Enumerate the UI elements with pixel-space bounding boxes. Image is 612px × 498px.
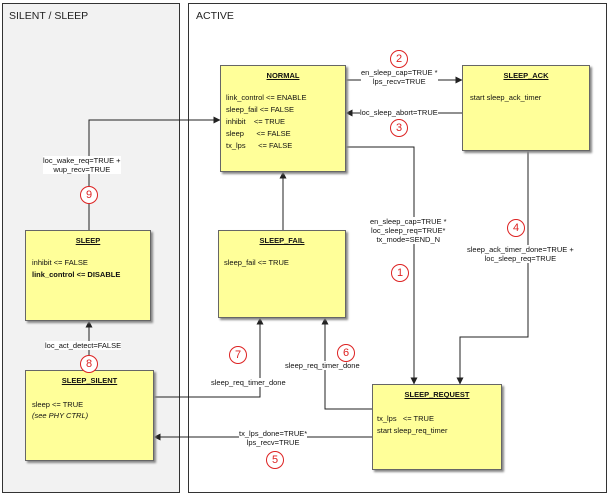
- transition-3-number: 3: [390, 119, 408, 137]
- state-sleep-silent-line: sleep <= TRUE: [32, 400, 84, 409]
- active-region-title: ACTIVE: [196, 10, 234, 22]
- transition-9-label: loc_wake_req=TRUE + wup_recv=TRUE: [43, 156, 121, 174]
- transition-label-line: lps_recv=TRUE: [372, 77, 426, 86]
- transition-2-label: en_sleep_cap=TRUE * lps_recv=TRUE: [361, 68, 438, 86]
- state-normal-title: NORMAL: [266, 71, 300, 80]
- edge-sleep-silent-to-sleep-fail: [154, 317, 264, 398]
- state-normal-line: link_control <= ENABLE: [226, 93, 307, 102]
- state-normal-line: sleep <= FALSE: [226, 129, 291, 138]
- transition-label-line: loc_sleep_req=TRUE: [484, 254, 557, 263]
- state-sleep-ack-line: start sleep_ack_timer: [470, 93, 542, 102]
- state-sleep-fail: SLEEP_FAIL sleep_fail <= TRUE: [218, 230, 346, 318]
- state-sleep-line: inhibit <= FALSE: [32, 258, 88, 267]
- state-sleep-silent-line: (see PHY CTRL): [32, 411, 89, 420]
- transition-label-line: tx_mode=SEND_N: [376, 235, 441, 244]
- state-sleep-request-title: SLEEP_REQUEST: [404, 390, 470, 399]
- state-sleep-title: SLEEP: [75, 236, 101, 245]
- transition-2-number: 2: [390, 50, 408, 68]
- state-sleep: SLEEP inhibit <= FALSE link_control <= D…: [25, 230, 151, 321]
- transition-6-number: 6: [337, 344, 355, 362]
- state-sleep-request: SLEEP_REQUEST tx_lps <= TRUE start sleep…: [372, 384, 502, 470]
- transition-1-number: 1: [391, 264, 409, 282]
- transition-label-line: loc_sleep_req=TRUE*: [371, 226, 446, 235]
- state-normal-line: inhibit <= TRUE: [226, 117, 286, 126]
- silent-sleep-region-title: SILENT / SLEEP: [9, 10, 89, 22]
- transition-1-label: en_sleep_cap=TRUE * loc_sleep_req=TRUE* …: [370, 217, 447, 244]
- state-normal: NORMAL link_control <= ENABLE sleep_fail…: [220, 65, 346, 172]
- transition-4-number: 4: [507, 219, 525, 237]
- state-sleep-ack-title: SLEEP_ACK: [503, 71, 549, 80]
- state-sleep-ack: SLEEP_ACK start sleep_ack_timer: [462, 65, 590, 151]
- state-sleep-request-line: tx_lps <= TRUE: [377, 414, 434, 423]
- state-sleep-silent: SLEEP_SILENT sleep <= TRUE (see PHY CTRL…: [25, 370, 154, 461]
- state-normal-line: tx_lps <= FALSE: [226, 141, 293, 150]
- transition-label-line: sleep_ack_timer_done=TRUE +: [467, 245, 574, 254]
- state-normal-line: sleep_fail <= FALSE: [226, 105, 294, 114]
- transition-5-number: 5: [266, 451, 284, 469]
- state-sleep-silent-title: SLEEP_SILENT: [61, 376, 118, 385]
- state-sleep-request-line: start sleep_req_timer: [377, 426, 448, 435]
- transition-8-number: 8: [80, 355, 98, 373]
- transition-label-line: wup_recv=TRUE: [53, 165, 111, 174]
- transition-5-label: tx_lps_done=TRUE* lps_recv=TRUE: [239, 429, 308, 447]
- transition-9-number: 9: [80, 186, 98, 204]
- transition-3-label: loc_sleep_abort=TRUE: [360, 108, 438, 117]
- transition-label-line: en_sleep_cap=TRUE *: [361, 68, 438, 77]
- state-sleep-fail-title: SLEEP_FAIL: [259, 236, 305, 245]
- transition-7-number: 7: [229, 346, 247, 364]
- edge-sleep-request-to-sleep-fail: [321, 317, 372, 410]
- state-sleep-line: link_control <= DISABLE: [32, 270, 121, 279]
- edge-sleep-ack-to-sleep-request: [456, 151, 529, 385]
- transition-label-line: loc_wake_req=TRUE +: [43, 156, 121, 165]
- edge-sleep-to-normal: [88, 116, 221, 230]
- state-sleep-fail-line: sleep_fail <= TRUE: [224, 258, 289, 267]
- transition-label-line: lps_recv=TRUE: [246, 438, 300, 447]
- transition-label-line: loc_sleep_abort=TRUE: [360, 108, 438, 117]
- transition-label-line: sleep_req_timer_done: [211, 378, 286, 387]
- transition-7-label: sleep_req_timer_done: [211, 378, 286, 387]
- transition-8-label: loc_act_detect=FALSE: [45, 341, 122, 350]
- edge-normal-to-sleep-request: [346, 146, 418, 385]
- transition-label-line: loc_act_detect=FALSE: [45, 341, 122, 350]
- transition-4-label: sleep_ack_timer_done=TRUE + loc_sleep_re…: [467, 245, 574, 263]
- transition-label-line: tx_lps_done=TRUE*: [239, 429, 308, 438]
- transition-label-line: sleep_req_timer_done: [285, 361, 360, 370]
- transition-label-line: en_sleep_cap=TRUE *: [370, 217, 447, 226]
- transition-6-label: sleep_req_timer_done: [285, 361, 360, 370]
